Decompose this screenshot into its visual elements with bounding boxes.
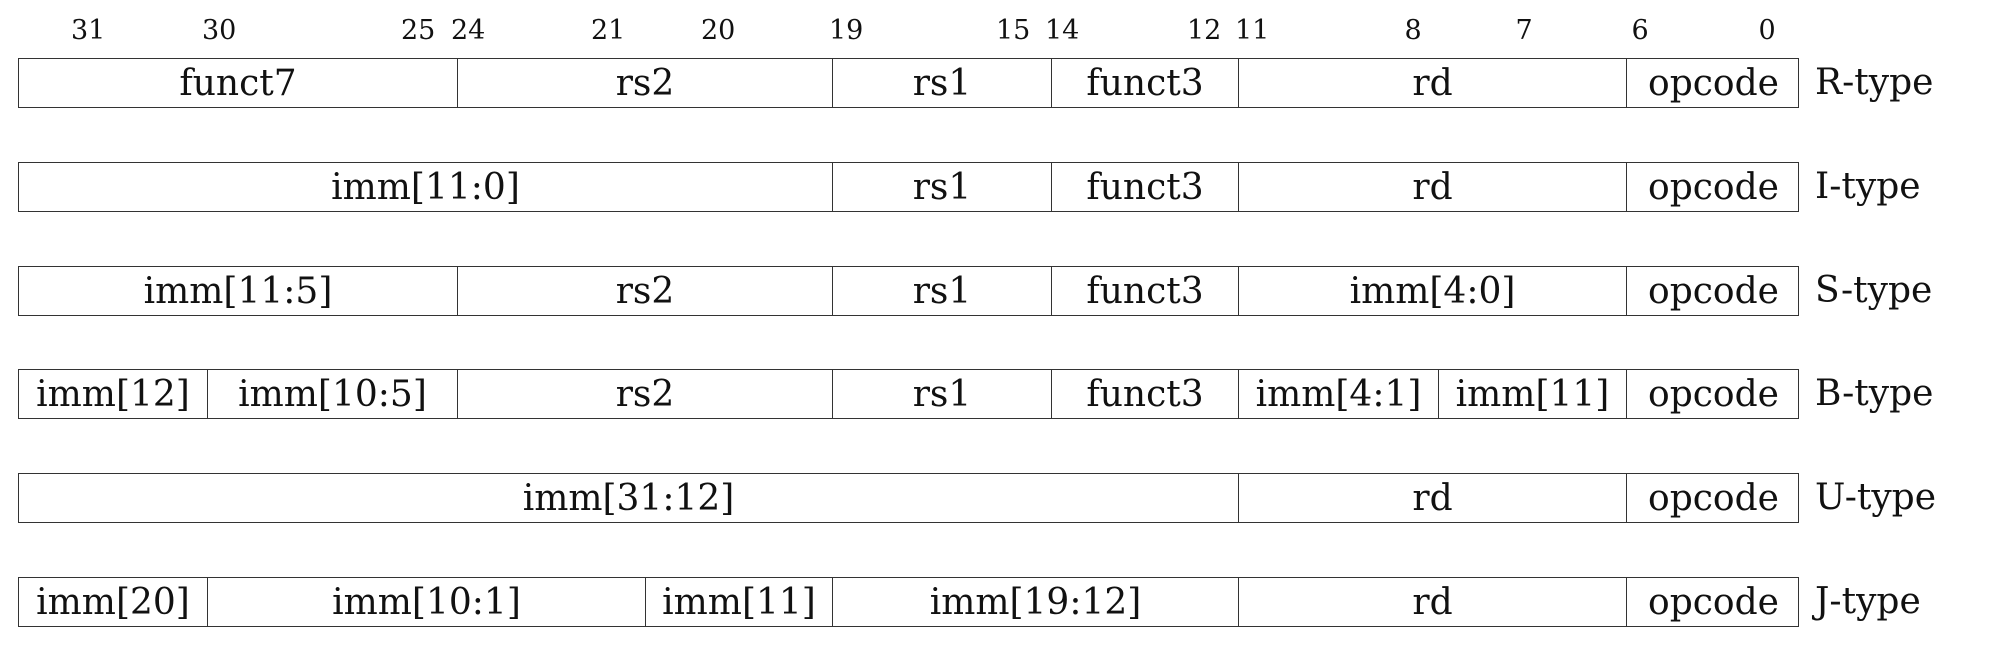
field-imm-11: imm[11]: [1438, 370, 1626, 418]
bit-label: 30: [202, 15, 237, 46]
field-opcode: opcode: [1626, 59, 1800, 107]
field-opcode: opcode: [1626, 474, 1800, 522]
type-label-b: B-type: [1815, 373, 1934, 414]
field-imm-11-5: imm[11:5]: [143, 270, 333, 312]
field-rs2: rs2: [457, 267, 832, 315]
field-rd: rd: [1238, 59, 1626, 107]
field-imm-11: imm[11]: [645, 578, 832, 626]
field-opcode: opcode: [1626, 370, 1800, 418]
bit-label: 25: [401, 15, 436, 46]
field-rs1: rs1: [832, 59, 1051, 107]
field-imm-31-12: imm[31:12]: [522, 477, 735, 519]
field-rs2: rs2: [457, 370, 832, 418]
format-row-r-type: funct7 rs2 rs1 funct3 rd opcode: [18, 58, 1799, 108]
bit-label: 24: [451, 15, 486, 46]
format-row-i-type: imm[11:0] rs1 funct3 rd opcode: [18, 162, 1799, 212]
type-label-u: U-type: [1815, 477, 1937, 518]
type-label-i: I-type: [1815, 166, 1921, 207]
type-label-j: J-type: [1815, 581, 1921, 622]
field-rd: rd: [1238, 474, 1626, 522]
field-funct3: funct3: [1051, 370, 1238, 418]
field-imm-4-1: imm[4:1]: [1238, 370, 1438, 418]
bit-label: 12: [1187, 15, 1222, 46]
field-imm-12: imm[12]: [36, 373, 190, 415]
field-rd: rd: [1238, 163, 1626, 211]
format-row-u-type: imm[31:12] rd opcode: [18, 473, 1799, 523]
field-funct7: funct7: [179, 62, 297, 104]
bit-label: 14: [1045, 15, 1080, 46]
format-row-j-type: imm[20] imm[10:1] imm[11] imm[19:12] rd …: [18, 577, 1799, 627]
bit-label: 0: [1758, 15, 1776, 46]
field-opcode: opcode: [1626, 578, 1800, 626]
bit-label: 11: [1235, 15, 1270, 46]
type-label-r: R-type: [1815, 62, 1934, 103]
field-rd: rd: [1238, 578, 1626, 626]
bit-label: 15: [996, 15, 1031, 46]
bit-label: 6: [1631, 15, 1649, 46]
field-imm-10-5: imm[10:5]: [207, 370, 457, 418]
field-rs1: rs1: [832, 267, 1051, 315]
type-label-s: S-type: [1815, 270, 1933, 311]
bit-label: 21: [591, 15, 626, 46]
bit-label: 7: [1515, 15, 1533, 46]
field-imm-19-12: imm[19:12]: [832, 578, 1238, 626]
field-funct3: funct3: [1051, 59, 1238, 107]
bit-label: 20: [701, 15, 736, 46]
field-imm-20: imm[20]: [36, 581, 190, 623]
field-opcode: opcode: [1626, 163, 1800, 211]
field-rs1: rs1: [832, 370, 1051, 418]
field-opcode: opcode: [1626, 267, 1800, 315]
field-imm-4-0: imm[4:0]: [1238, 267, 1626, 315]
field-imm-10-1: imm[10:1]: [207, 578, 645, 626]
field-imm-11-0: imm[11:0]: [331, 166, 520, 208]
format-row-b-type: imm[12] imm[10:5] rs2 rs1 funct3 imm[4:1…: [18, 369, 1799, 419]
bit-label: 19: [829, 15, 864, 46]
format-row-s-type: imm[11:5] rs2 rs1 funct3 imm[4:0] opcode: [18, 266, 1799, 316]
field-rs1: rs1: [832, 163, 1051, 211]
bit-label: 8: [1404, 15, 1422, 46]
field-funct3: funct3: [1051, 267, 1238, 315]
bit-label: 31: [71, 15, 106, 46]
field-funct3: funct3: [1051, 163, 1238, 211]
field-rs2: rs2: [457, 59, 832, 107]
